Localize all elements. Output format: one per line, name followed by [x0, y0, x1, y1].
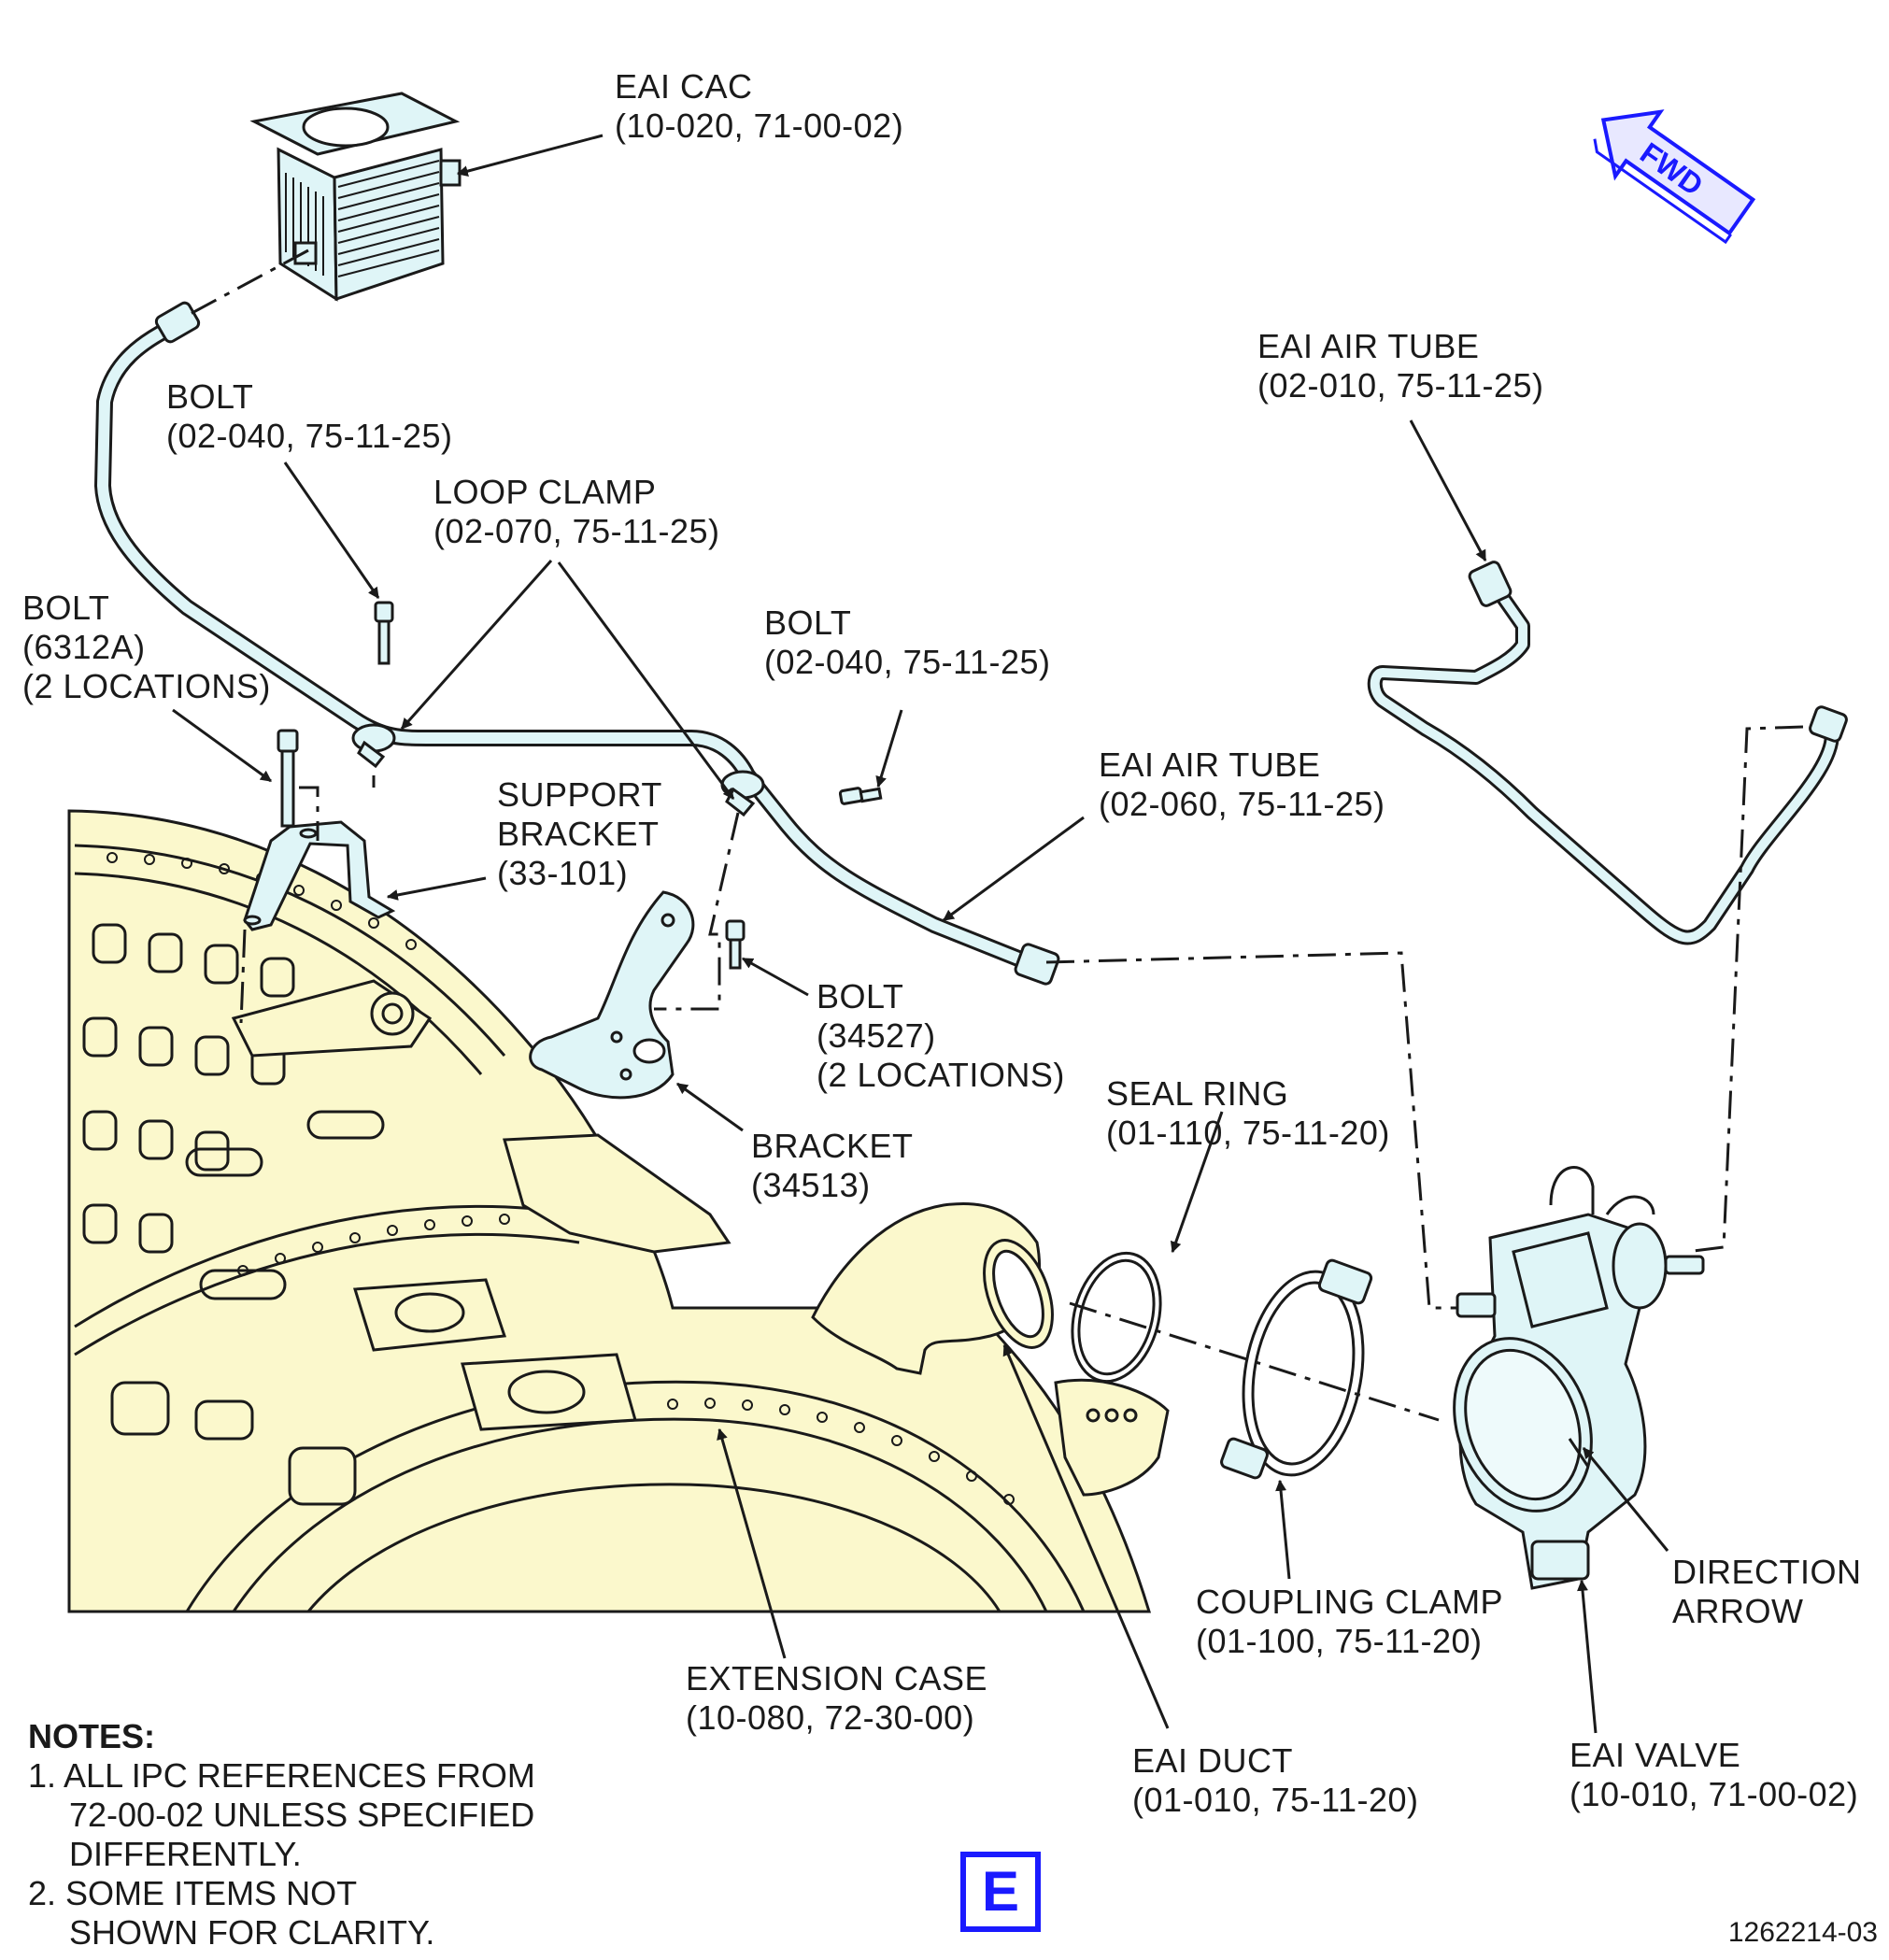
fwd-arrow-icon: FWD [1593, 109, 1756, 245]
label-direction-arrow: DIRECTION ARROW [1672, 1553, 1862, 1630]
cac-centerline [186, 249, 309, 318]
note-2: 2. SOME ITEMS NOT [28, 1874, 358, 1912]
eai-air-tube-right [1367, 561, 1848, 945]
label-extension-case: EXTENSION CASE (10-080, 72-30-00) [686, 1659, 988, 1737]
leader-lines [172, 134, 1669, 1734]
notes-block: NOTES: 1. ALL IPC REFERENCES FROM 72-00-… [28, 1717, 535, 1952]
eai-cac [249, 92, 462, 302]
label-coupling-clamp: COUPLING CLAMP (01-100, 75-11-20) [1196, 1583, 1504, 1660]
label-bolt-34527: BOLT (34527) (2 LOCATIONS) [817, 977, 1065, 1094]
assembly-centerlines [239, 725, 1804, 1422]
label-eai-duct: EAI DUCT (01-010, 75-11-20) [1132, 1741, 1419, 1819]
engine-mount-bracket [231, 979, 731, 1254]
label-eai-valve: EAI VALVE (10-010, 71-00-02) [1569, 1736, 1859, 1813]
coupling-clamp [1220, 1258, 1373, 1480]
label-bracket-34513: BRACKET (34513) [751, 1127, 914, 1204]
support-bracket [243, 820, 396, 931]
label-eai-air-tube-02-010: EAI AIR TUBE (02-010, 75-11-25) [1257, 327, 1544, 405]
eai-valve [1453, 1166, 1705, 1590]
label-eai-cac: EAI CAC (10-020, 71-00-02) [615, 67, 904, 145]
label-bolt-6312a: BOLT (6312A) (2 LOCATIONS) [22, 589, 271, 705]
label-bolt-02-040-b: BOLT (02-040, 75-11-25) [764, 604, 1051, 681]
bracket-34513 [529, 890, 695, 1100]
note-1: 1. ALL IPC REFERENCES FROM [28, 1756, 535, 1795]
view-label-box: E [960, 1852, 1041, 1932]
seal-ring [1071, 1251, 1162, 1384]
label-support-bracket: SUPPORT BRACKET (33-101) [497, 775, 662, 892]
figure-number: 1262214-03 [1727, 1917, 1878, 1948]
bolts [277, 601, 883, 970]
notes-heading: NOTES: [28, 1717, 156, 1755]
eai-duct [811, 1201, 1170, 1497]
label-eai-air-tube-02-060: EAI AIR TUBE (02-060, 75-11-25) [1099, 746, 1385, 823]
label-seal-ring: SEAL RING (01-110, 75-11-20) [1106, 1074, 1390, 1152]
label-bolt-02-040-a: BOLT (02-040, 75-11-25) [166, 377, 453, 455]
label-loop-clamp: LOOP CLAMP (02-070, 75-11-25) [433, 473, 720, 550]
